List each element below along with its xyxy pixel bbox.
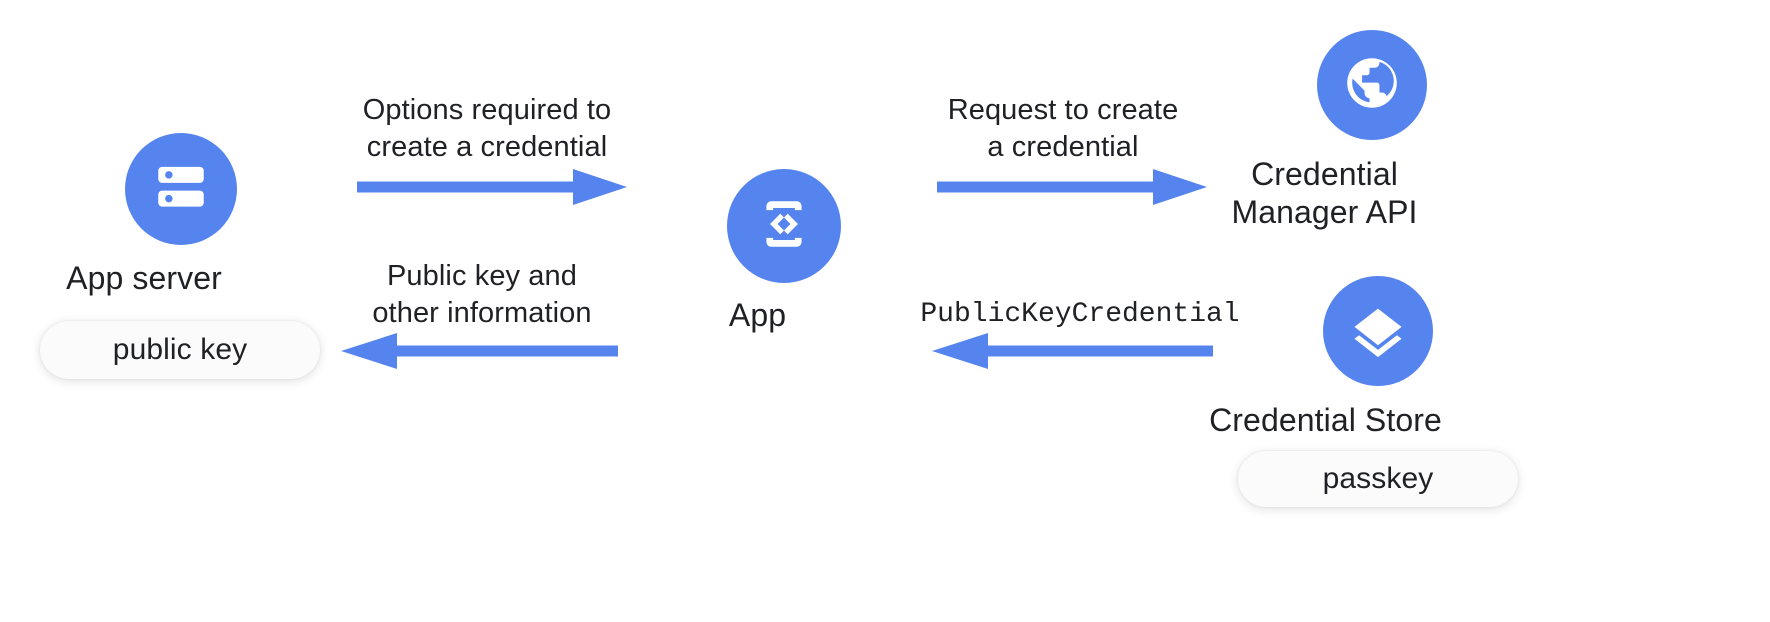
node-app: App [727, 169, 841, 335]
pill-public-key-text: public key [112, 333, 248, 366]
node-credential-store: Credential Store [1209, 276, 1442, 440]
arrow-request-to-create [937, 166, 1209, 208]
app-server-icon-circle [125, 133, 237, 245]
layers-icon [1347, 298, 1409, 365]
app-icon-circle [727, 169, 841, 283]
arrow-options-required [357, 166, 629, 208]
node-credential-manager-api-label: Credential Manager API [1231, 156, 1418, 230]
arrow-public-key-credential [927, 330, 1213, 372]
server-icon [150, 156, 212, 223]
arrow-label-public-key-and-other-information: Public key and other information [372, 260, 592, 330]
credential-manager-api-icon-circle [1317, 30, 1427, 140]
pill-passkey-text: passkey [1322, 462, 1434, 495]
pill-passkey: passkey [1238, 451, 1518, 507]
globe-icon [1341, 52, 1403, 119]
node-app-server-label: App server [66, 260, 222, 296]
node-credential-manager-api: Credential Manager API [1231, 30, 1427, 232]
arrow-public-key-and-other-information [336, 330, 618, 372]
arrow-label-public-key-credential: PublicKeyCredential [920, 299, 1240, 330]
node-app-label: App [728, 297, 787, 333]
credential-store-icon-circle [1323, 276, 1433, 386]
arrow-label-options-required: Options required to create a credential [362, 94, 612, 164]
code-phone-icon [753, 193, 815, 260]
arrow-label-request-to-create: Request to create a credential [947, 94, 1179, 164]
node-app-server: App server [66, 133, 237, 298]
pill-public-key: public key [40, 321, 320, 379]
node-credential-store-label: Credential Store [1209, 402, 1442, 438]
